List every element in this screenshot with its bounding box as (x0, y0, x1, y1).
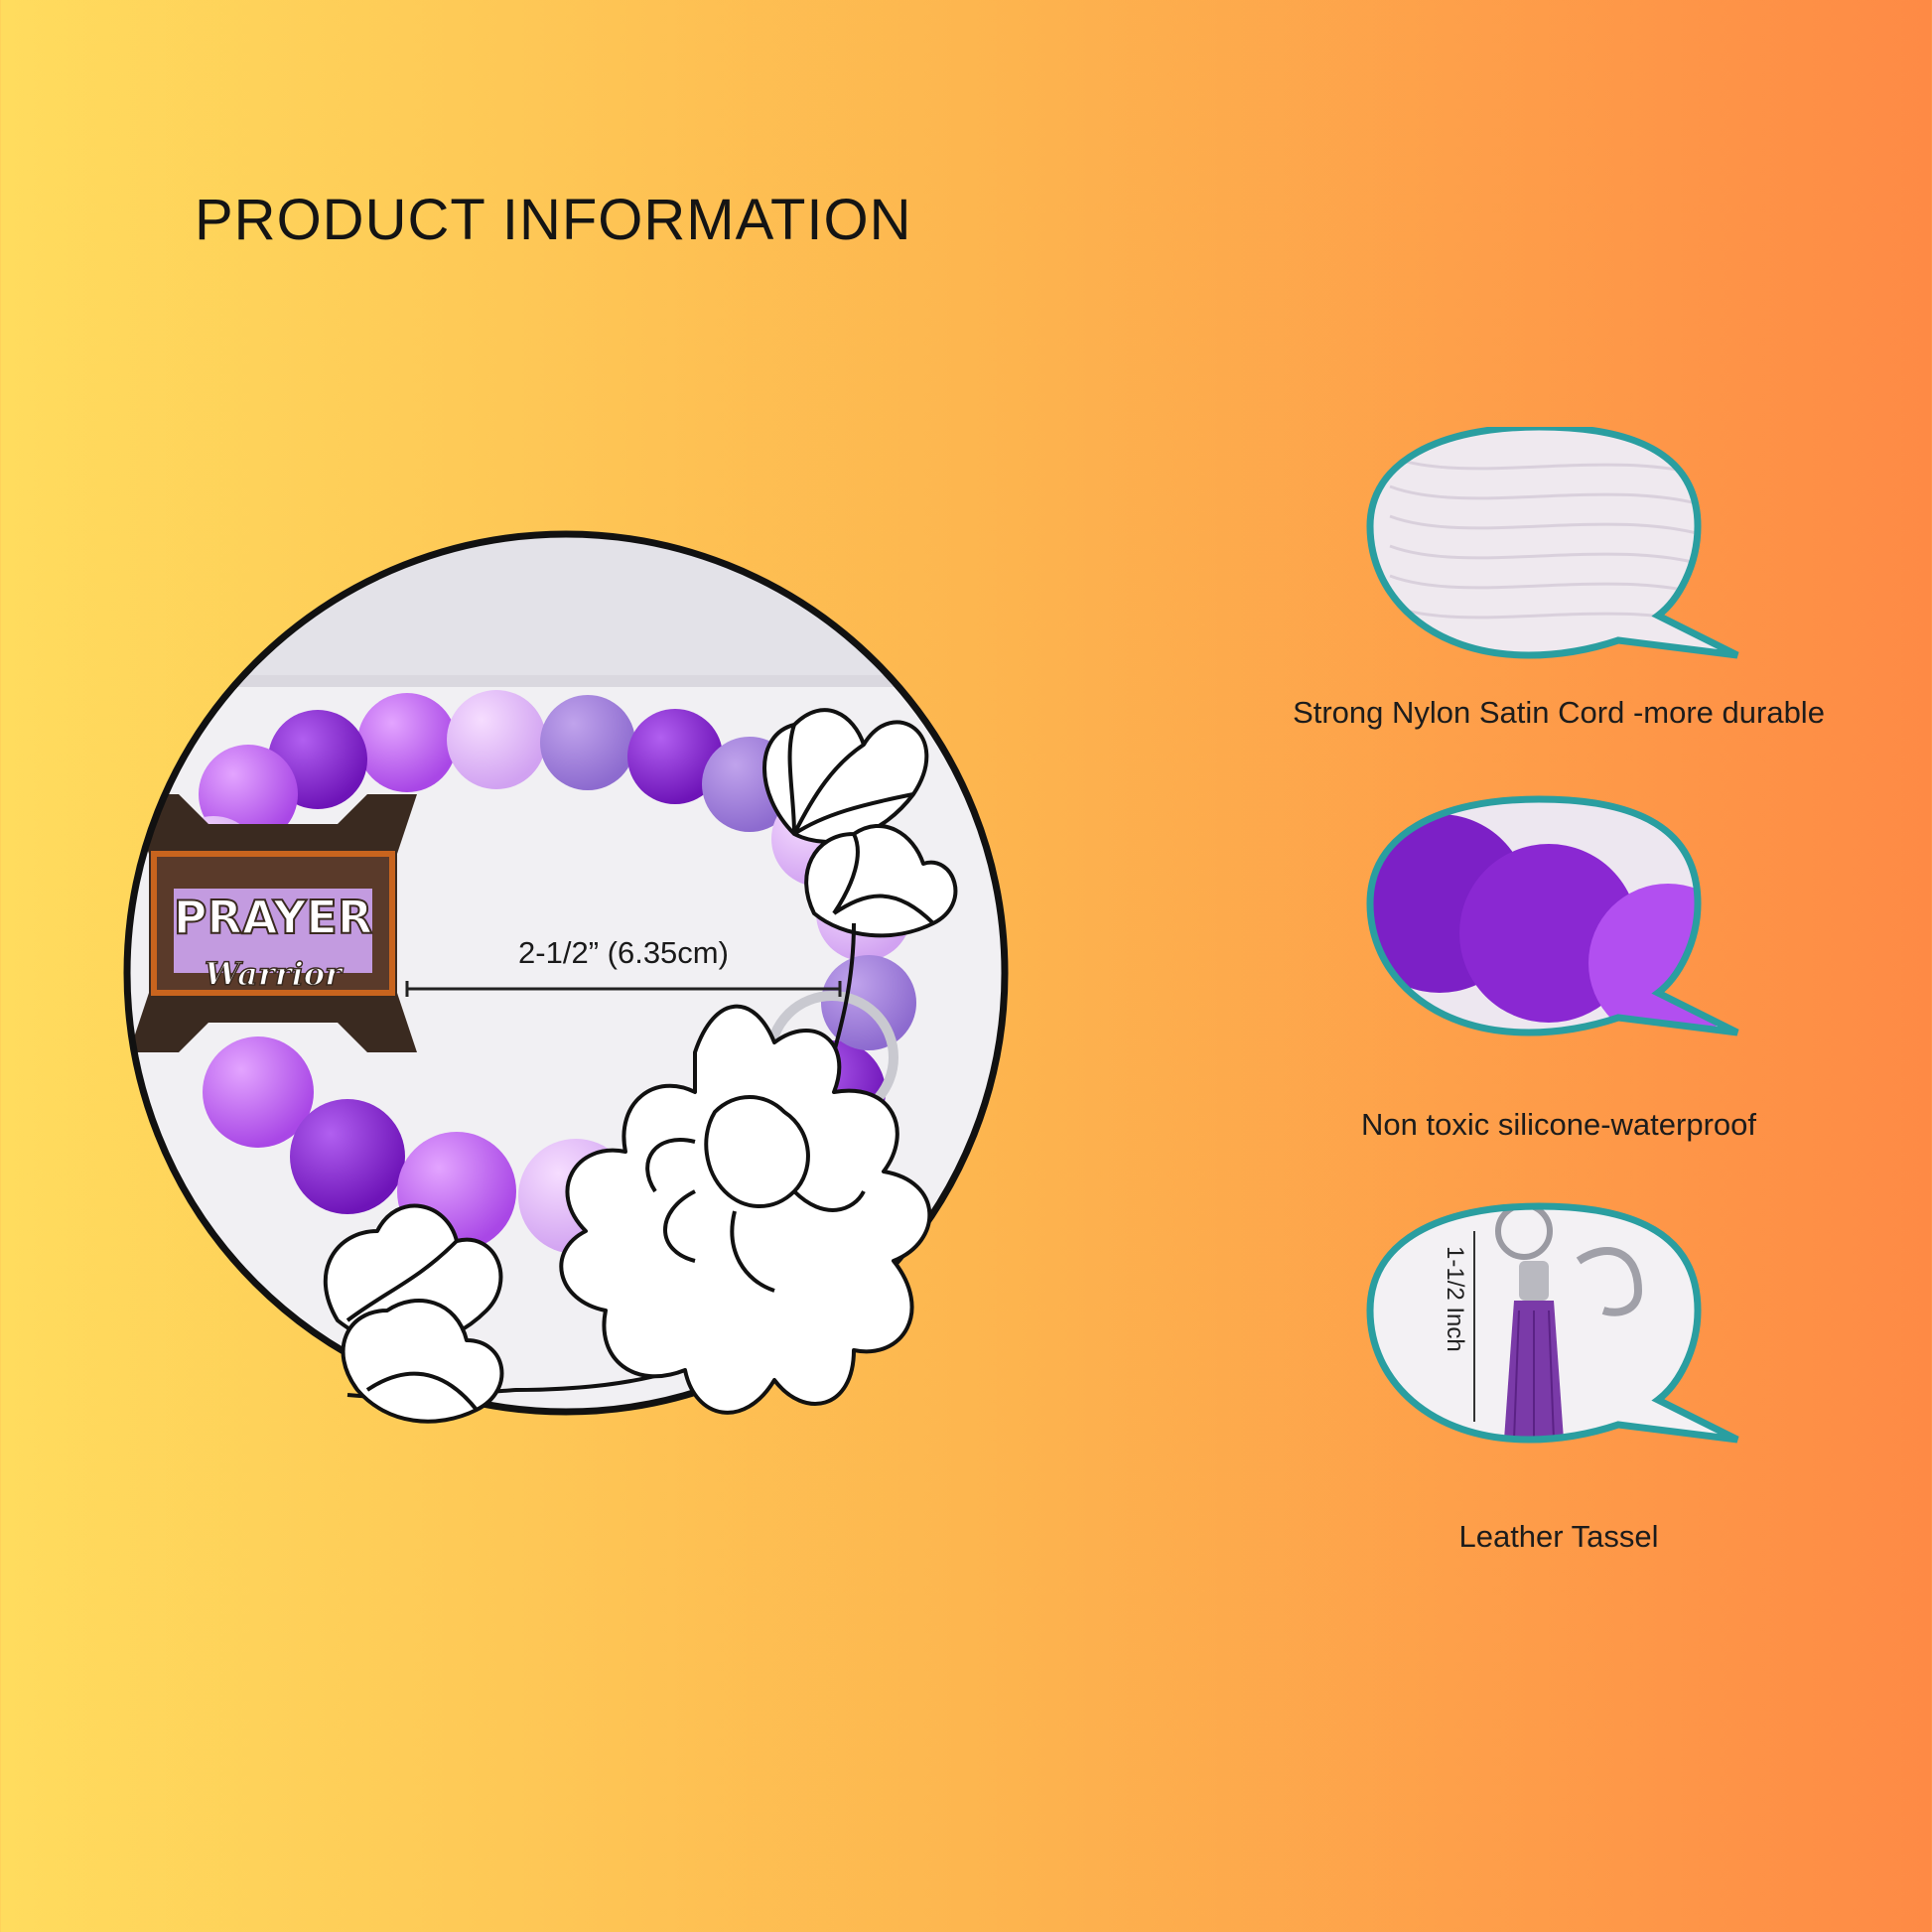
charm-text-line2: Warrior (205, 955, 344, 993)
feature-caption-cord: Strong Nylon Satin Cord -more durable (1293, 695, 1825, 730)
bracelet-photo: PRAYER Warrior 2-1/2” (6.35cm) (123, 530, 1009, 1424)
feature-caption-silicone: Non toxic silicone-waterproof (1360, 1107, 1756, 1142)
bracelet-size-label: 2-1/2” (6.35cm) (518, 935, 729, 970)
prayer-warrior-charm: PRAYER Warrior (129, 794, 417, 1052)
flower-decoration (323, 708, 958, 1424)
tassel-size-label: 1-1/2 Inch (1442, 1246, 1468, 1352)
charm-text-line1: PRAYER (174, 891, 373, 944)
silicone-beads-bubble (1366, 795, 1739, 1036)
feature-caption-tassel: Leather Tassel (1458, 1519, 1659, 1554)
leather-tassel-bubble: 1-1/2 Inch (1366, 1202, 1739, 1444)
satin-cord-bubble (1366, 427, 1739, 659)
page-title: PRODUCT INFORMATION (195, 188, 912, 252)
